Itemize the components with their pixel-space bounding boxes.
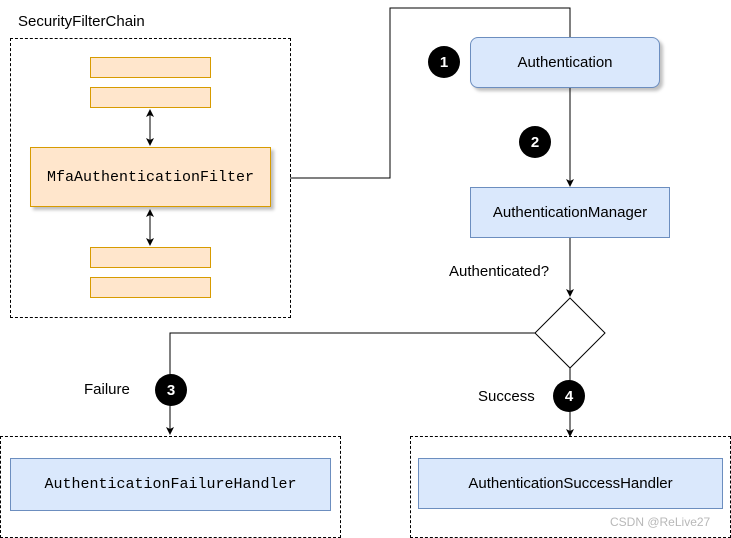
filter-slot-4 [90,277,211,298]
filter-slot-3 [90,247,211,268]
decision-label: Authenticated? [449,263,550,280]
filter-slot-2 [90,87,211,108]
filter-to-authentication-edge [290,7,571,179]
authentication-manager-label: AuthenticationManager [492,204,648,221]
authentication-success-handler-node: AuthenticationSuccessHandler [418,458,723,509]
step-badge-3: 3 [155,374,187,406]
watermark: CSDN @ReLive27 [610,515,711,529]
filter-chain-container [10,38,291,318]
filter-chain-title: SecurityFilterChain [18,13,145,30]
mfa-authentication-filter-label: MfaAuthenticationFilter [46,168,255,186]
authentication-label: Authentication [517,54,613,71]
step-badge-1: 1 [428,46,460,78]
mfa-authentication-filter: MfaAuthenticationFilter [30,147,271,207]
authentication-node: Authentication [470,37,660,88]
authentication-manager-node: AuthenticationManager [470,187,670,238]
step-badge-2: 2 [519,126,551,158]
failure-label: Failure [84,381,130,398]
authentication-success-handler-label: AuthenticationSuccessHandler [468,475,673,492]
success-label: Success [478,388,535,405]
decision-diamond [534,297,606,369]
filter-slot-1 [90,57,211,78]
authentication-failure-handler-label: AuthenticationFailureHandler [44,476,297,493]
authentication-failure-handler-node: AuthenticationFailureHandler [10,458,331,511]
step-badge-4: 4 [553,380,585,412]
failure-edge [166,332,535,435]
